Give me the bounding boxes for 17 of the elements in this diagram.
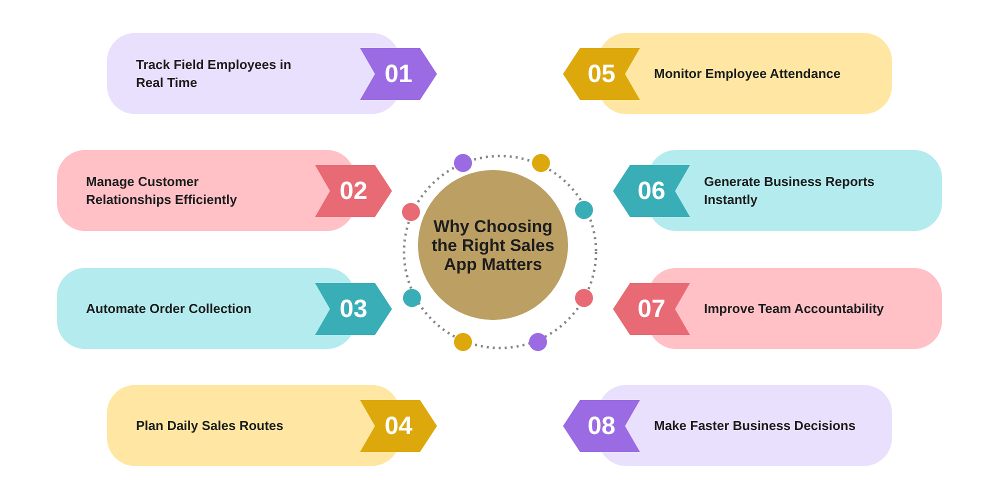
number-badge: 06 [613, 165, 690, 217]
item-text: Monitor Employee Attendance [654, 64, 842, 82]
number-badge: 01 [360, 48, 437, 100]
number-badge: 07 [613, 283, 690, 335]
item-text: Plan Daily Sales Routes [136, 416, 284, 434]
number-badge: 03 [315, 283, 392, 335]
item-text: Manage Customer Relationships Efficiently [86, 172, 238, 208]
item-text: Improve Team Accountability [704, 300, 885, 318]
number-badge: 08 [563, 400, 640, 452]
item-text: Automate Order Collection [86, 300, 252, 318]
number-badge: 02 [315, 165, 392, 217]
number-badge: 04 [360, 400, 437, 452]
item-text: Generate Business Reports Instantly [704, 172, 876, 208]
item-text: Make Faster Business Decisions [654, 416, 857, 434]
item-text: Track Field Employees in Real Time [136, 56, 292, 92]
center-circle: Why Choosing the Right Sales App Matters [418, 170, 568, 320]
number-badge: 05 [563, 48, 640, 100]
